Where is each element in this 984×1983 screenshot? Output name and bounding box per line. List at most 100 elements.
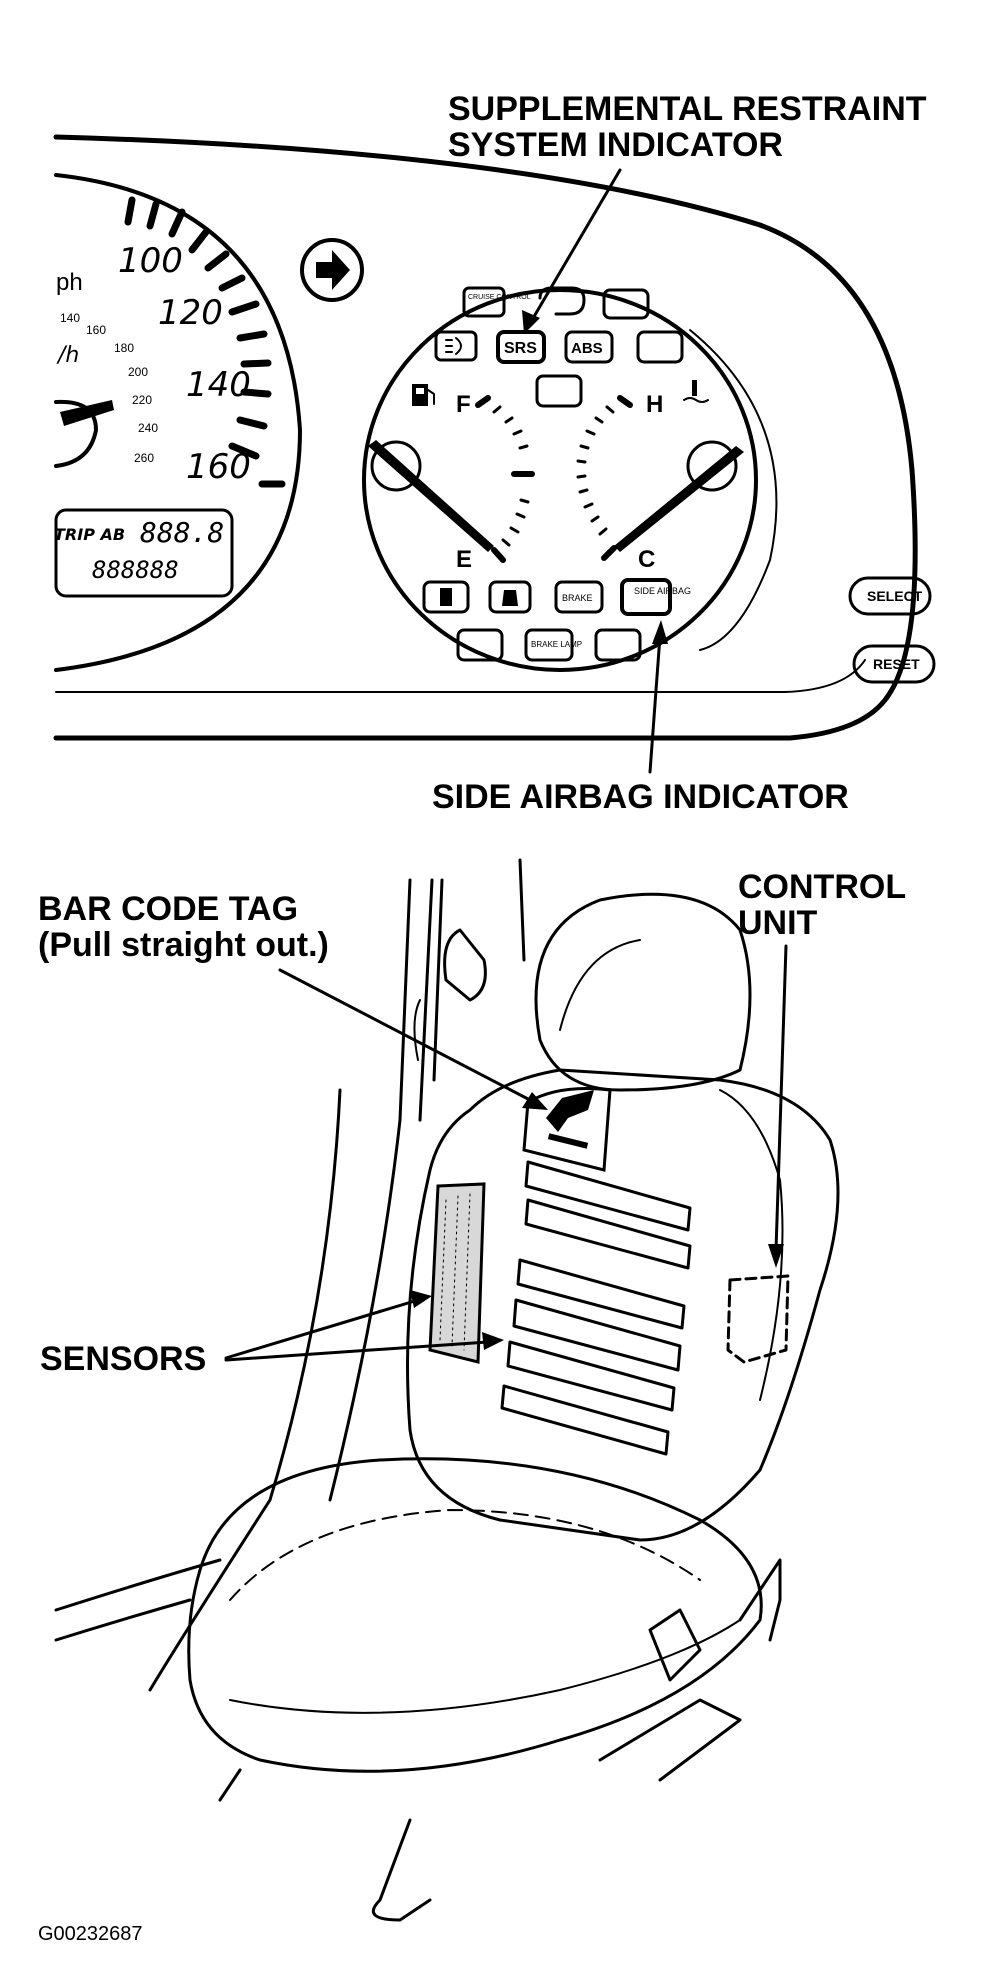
warning-light-blank-top-right [602, 288, 650, 320]
select-button-shape[interactable] [848, 576, 932, 616]
control-unit-callout-line1: CONTROL [738, 868, 906, 906]
cruise-control-label: CRUISE CONTROL [468, 294, 531, 301]
odometer-value: 888888 [92, 556, 179, 584]
headrest-contour [559, 939, 641, 1031]
seat-cushion-front-edge [229, 1619, 741, 1714]
reset-button[interactable]: RESET [852, 644, 936, 684]
side-airbag-indicator [620, 578, 672, 616]
fuel-pump-icon [412, 384, 435, 406]
reset-button-label: RESET [873, 656, 920, 672]
bar-code-callout: BAR CODE TAG (Pull straight out.) [38, 890, 548, 1110]
seat-cushion-stitching [229, 1509, 701, 1601]
side-sensor [428, 1182, 486, 1364]
speedometer: 100 120 140 160 ph /h 140 160 180 200 22… [54, 173, 302, 672]
srs-callout-arrowhead [522, 310, 540, 334]
mph-unit-label: ph [56, 269, 83, 296]
kmh-tick-240: 240 [138, 421, 158, 435]
sensors-callout-arrowhead-upper [410, 1290, 432, 1308]
headlight-indicator [434, 330, 478, 362]
srs-callout: SUPPLEMENTAL RESTRAINT SYSTEM INDICATOR [448, 90, 927, 334]
side-airbag-callout-text: SIDE AIRBAG INDICATOR [432, 778, 849, 816]
fuel-empty-label: E [456, 546, 472, 573]
b-pillar [398, 858, 526, 1122]
warning-light-blank-center [535, 374, 583, 408]
select-button[interactable]: SELECT [848, 576, 932, 616]
bar-code-callout-line2: (Pull straight out.) [38, 926, 329, 964]
srs-callout-line1: SUPPLEMENTAL RESTRAINT [448, 90, 927, 128]
low-fuel-icon [440, 588, 452, 606]
srs-indicator-label: SRS [504, 340, 537, 357]
mph-tick-120: 120 [158, 293, 223, 333]
control-unit-callout-line2: UNIT [738, 904, 818, 942]
sensors-callout-arrowhead-lower [482, 1332, 504, 1350]
thermometer-icon [683, 380, 709, 403]
control-unit-callout-arrowhead [768, 1244, 784, 1268]
kmh-tick-160: 160 [86, 323, 106, 337]
temp-gauge-hub [686, 440, 738, 492]
temp-gauge-scale [576, 395, 633, 561]
gauge-pod-shadow [689, 329, 778, 651]
speedometer-needle [60, 400, 114, 426]
bar-code-callout-leader [278, 968, 532, 1102]
srs-callout-leader [530, 168, 622, 322]
control-unit-outline [726, 1274, 790, 1364]
fuel-gauge-needle [368, 440, 494, 552]
bar-code-callout-line1: BAR CODE TAG [38, 890, 298, 928]
temp-cold-label: C [638, 546, 655, 573]
headrest [534, 892, 752, 1092]
seat-belt-icon [502, 590, 518, 606]
figure-id: G00232687 [38, 1923, 143, 1945]
mph-tick-140: 140 [186, 365, 251, 405]
srs-callout-line2: SYSTEM INDICATOR [448, 126, 783, 164]
instrument-cluster: 100 120 140 160 ph /h 140 160 180 200 22… [53, 134, 936, 741]
seat-rail-front [218, 1768, 432, 1922]
door-sill [54, 1558, 222, 1642]
warning-light-blank-bottom-right [594, 628, 642, 662]
cluster-housing [53, 134, 918, 741]
recline-lever [648, 1608, 702, 1682]
brake-indicator [554, 580, 604, 614]
cluster-inner-edge [55, 659, 866, 693]
right-arrow-icon [316, 250, 350, 290]
side-airbag-callout-leader [648, 634, 662, 774]
fuel-gauge-scale [475, 395, 535, 563]
turn-signal-housing [300, 238, 364, 302]
warning-light-blank-right [636, 330, 684, 364]
temp-gauge-needle [614, 446, 744, 552]
trip-label: TRIP AB [54, 525, 125, 544]
sensors-callout-leader-lower [224, 1340, 490, 1362]
brake-indicator-label: BRAKE [562, 593, 593, 603]
fuel-gauge-hub [370, 440, 422, 492]
seat-back-bolster [719, 1089, 784, 1401]
temp-hot-label: H [646, 391, 663, 418]
warning-light-blank-bottom-left [456, 628, 504, 662]
reset-button-shape[interactable] [852, 644, 936, 684]
mph-tick-160: 160 [186, 447, 251, 487]
headlight-icon [445, 337, 462, 355]
gauge-pod-rim [362, 288, 758, 672]
seat-belt-indicator [488, 580, 532, 614]
bar-code-callout-arrowhead [522, 1092, 548, 1110]
barcode-icon [547, 1133, 589, 1149]
sensors-callout-leader-upper [224, 1298, 420, 1360]
abs-indicator-label: ABS [571, 340, 603, 357]
abs-indicator [564, 330, 614, 364]
control-unit-callout: CONTROL UNIT [738, 868, 906, 1268]
side-airbag-indicator-label: SIDE AIRBAG [634, 586, 691, 596]
trip-value: 888.8 [140, 516, 224, 549]
control-unit-callout-leader [774, 944, 788, 1252]
lcd-display [54, 508, 234, 598]
cruise-control-indicator [462, 286, 506, 318]
gauge-pod: F E [362, 286, 778, 672]
seat-rail-side [598, 1558, 782, 1782]
side-airbag-callout: SIDE AIRBAG INDICATOR [432, 620, 849, 816]
seat-belt-anchor [443, 928, 487, 1002]
mph-tick-100: 100 [118, 241, 183, 281]
sensor-strips [500, 1160, 692, 1456]
speedometer-hub [54, 399, 98, 468]
brake-lamp-indicator-label: BRAKE LAMP [531, 640, 582, 649]
kmh-unit-label: /h [56, 343, 79, 368]
kmh-tick-260: 260 [134, 451, 154, 465]
